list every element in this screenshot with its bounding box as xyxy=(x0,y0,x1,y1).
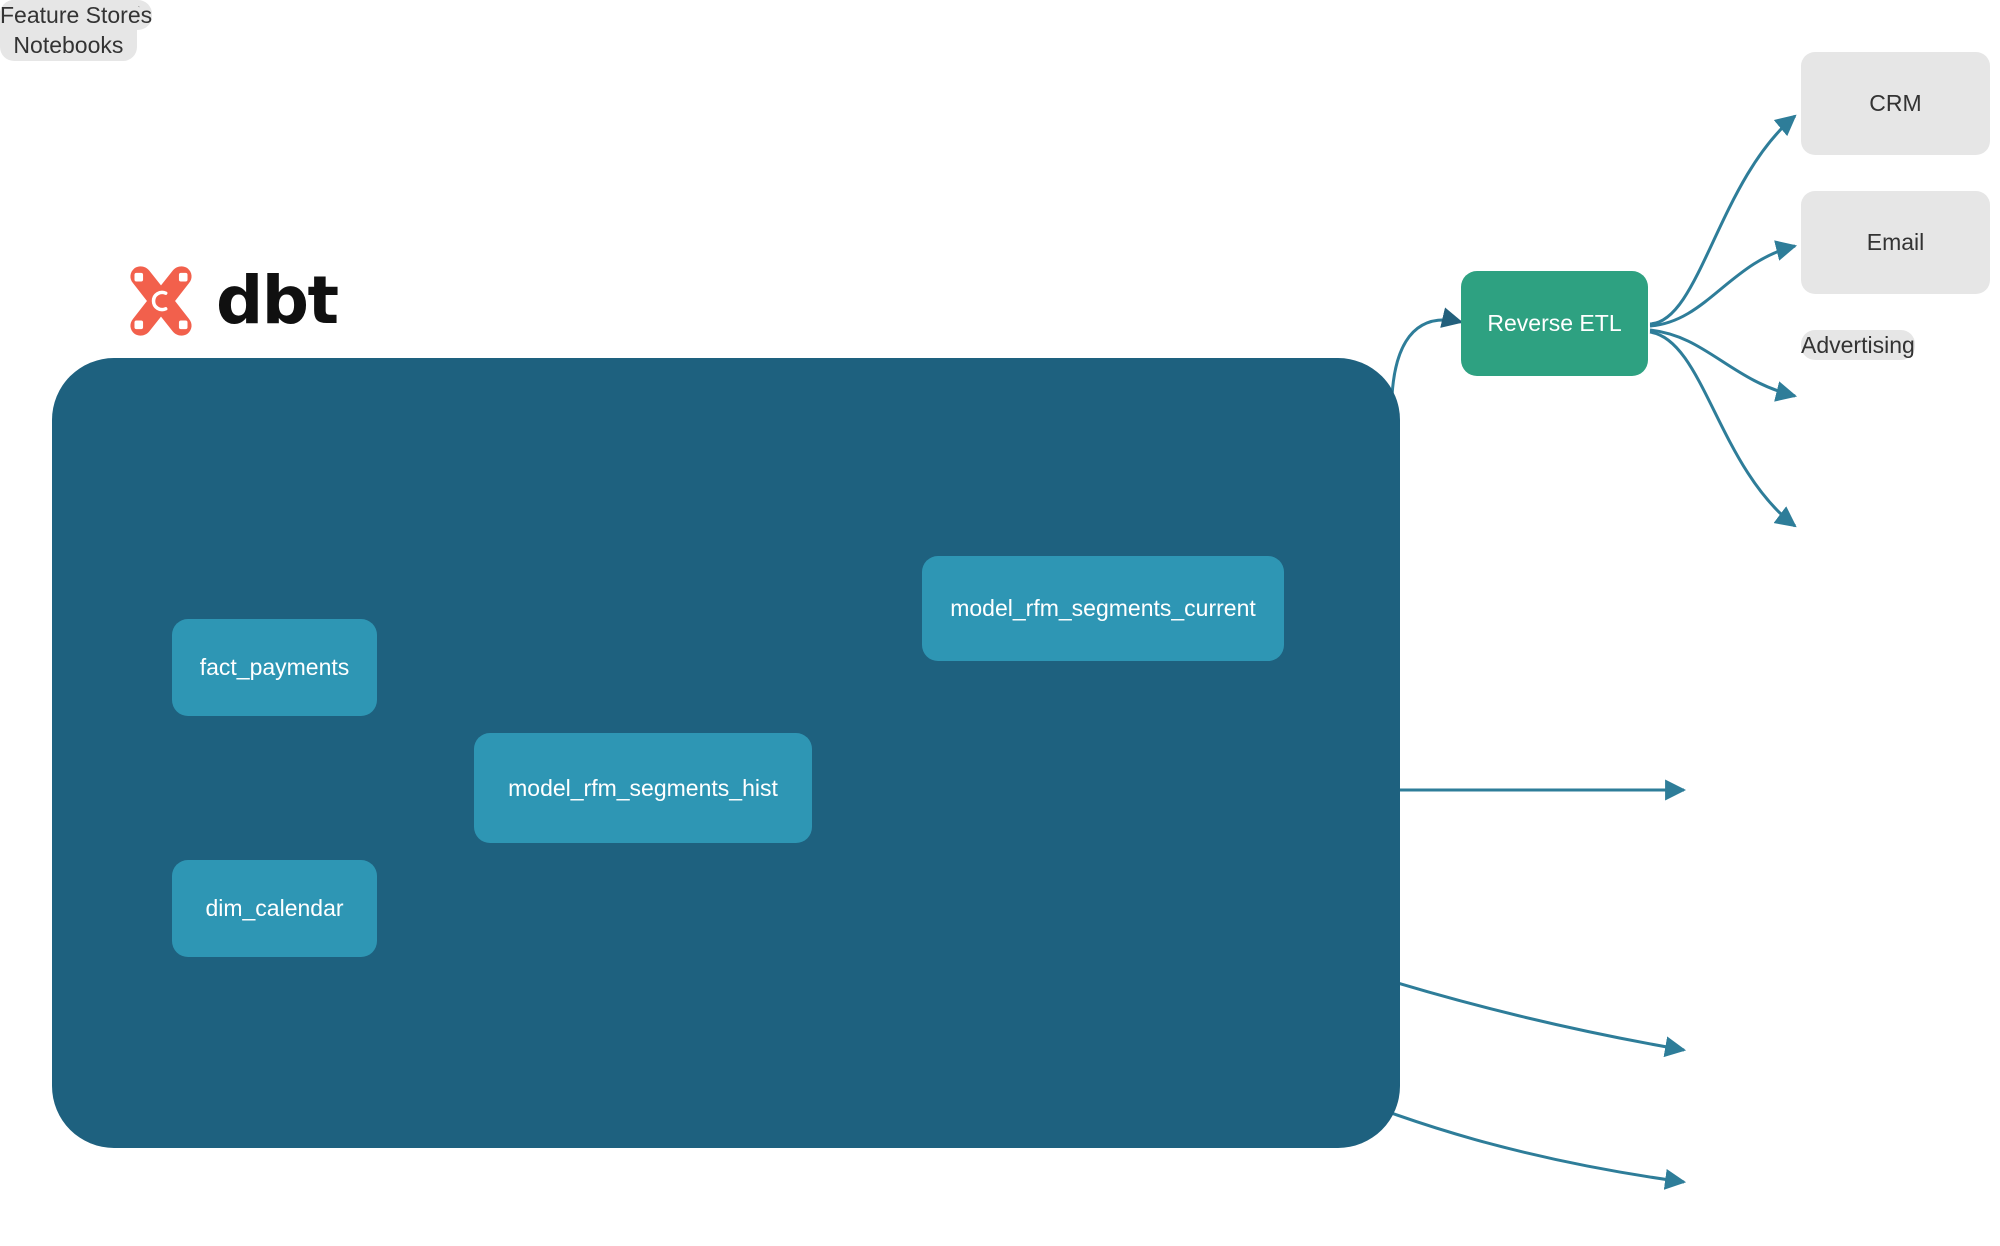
edge-reverse-etl-to-sms-push xyxy=(1649,330,1797,528)
dbt-logo-icon xyxy=(130,266,192,336)
node-dim-calendar[interactable]: dim_calendar xyxy=(172,860,377,957)
node-fact-payments[interactable]: fact_payments xyxy=(172,619,377,716)
node-destination-email[interactable]: Email xyxy=(1801,191,1990,294)
dbt-wordmark: dbt xyxy=(216,262,339,339)
ds-notebooks-line2: Notebooks xyxy=(13,32,124,59)
edge-reverse-etl-to-crm xyxy=(1649,114,1797,326)
dbt-brand: dbt xyxy=(122,262,339,340)
edge-reverse-etl-to-email xyxy=(1649,240,1798,328)
node-model-rfm-segments-hist[interactable]: model_rfm_segments_hist xyxy=(474,733,812,843)
edge-reverse-etl-to-advertising xyxy=(1649,328,1798,402)
node-reverse-etl[interactable]: Reverse ETL xyxy=(1461,271,1648,376)
node-model-rfm-segments-current[interactable]: model_rfm_segments_current xyxy=(922,556,1284,661)
node-destination-advertising[interactable]: Advertising xyxy=(1801,330,1915,361)
node-destination-crm[interactable]: CRM xyxy=(1801,52,1990,155)
node-consumer-feature-store[interactable]: Feature Store xyxy=(0,0,141,31)
